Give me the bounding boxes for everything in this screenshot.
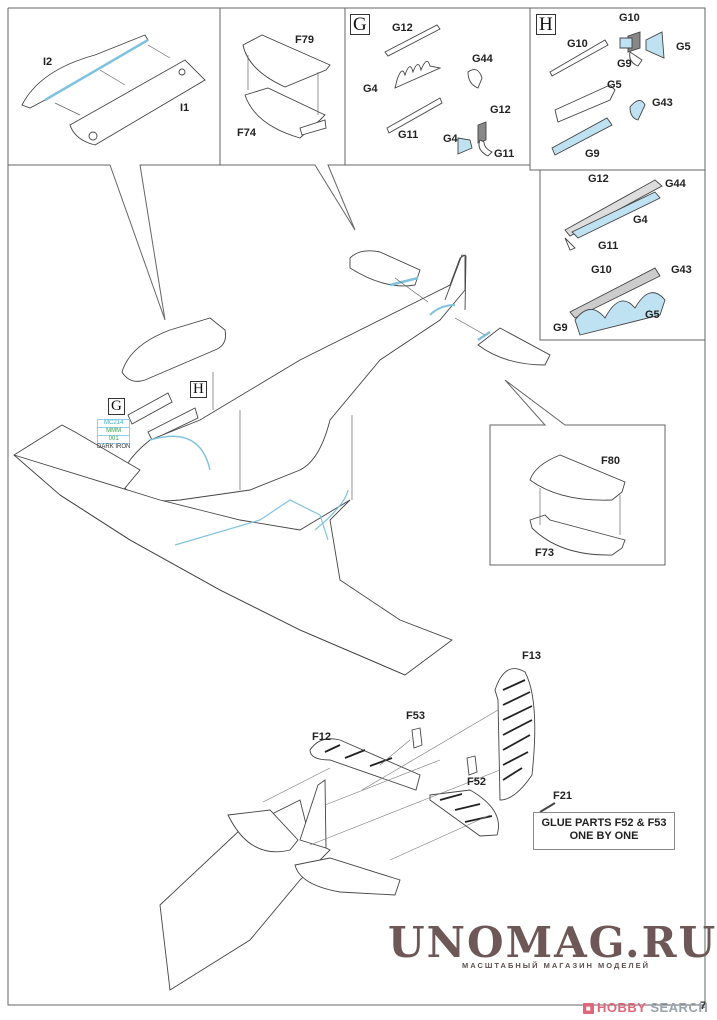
step-letter-h: H (536, 14, 556, 35)
part-label: G9 (585, 148, 600, 160)
part-label: F74 (237, 127, 256, 139)
paint-callout: MC214 MMM 001 DARK IRON (97, 419, 131, 451)
part-label: G4 (363, 83, 378, 95)
part-label: F12 (312, 731, 331, 743)
part-label: I2 (43, 56, 53, 68)
watermark-subtitle: МАСШТАБНЫЙ МАГАЗИН МОДЕЛЕЙ (462, 961, 651, 970)
hobby-search-logo: ■HOBBY SEARCH (583, 1000, 708, 1015)
part-h-drawing (549, 31, 665, 156)
part-label: G12 (588, 173, 609, 185)
hobby-search-logo-text: HOBBY (597, 1000, 647, 1015)
glue-note-line2: ONE BY ONE (569, 830, 639, 842)
panel-tailplane-frame (489, 379, 666, 566)
tail-assembly-drawing (159, 668, 556, 991)
glue-note: GLUE PARTS F52 & F53 ONE BY ONE (533, 812, 675, 850)
part-label: F53 (406, 710, 425, 722)
part-label: G44 (665, 178, 686, 190)
paint-code-primary: MC214 (97, 419, 131, 428)
part-label: G12 (392, 22, 413, 34)
hobby-search-logo-text-2: SEARCH (646, 1000, 709, 1015)
part-label: G43 (652, 97, 673, 109)
paint-code-secondary-number: 001 (97, 436, 131, 444)
part-label: F13 (522, 650, 541, 662)
hobby-search-logo-icon: ■ (583, 1003, 594, 1014)
part-label: F80 (601, 455, 620, 467)
part-label: G5 (676, 41, 691, 53)
part-label: G11 (598, 240, 619, 252)
part-f80-f73-drawing (529, 454, 626, 556)
part-label: G4 (443, 133, 458, 145)
part-gh-assembled-drawing (564, 179, 666, 336)
part-label: I1 (180, 102, 190, 114)
part-label: G43 (671, 264, 692, 276)
part-label: G11 (494, 148, 515, 160)
fuselage-assembly-drawing (13, 250, 551, 676)
part-f79-f74-drawing (242, 34, 331, 139)
panel-callout-pointers (8, 164, 530, 321)
paint-code-secondary: MMM (97, 428, 131, 436)
step-letter-g-callout: G (108, 398, 125, 415)
part-label: G4 (633, 214, 648, 226)
part-label: F21 (553, 790, 572, 802)
part-label: G10 (567, 38, 588, 50)
page-frame (7, 7, 706, 1006)
part-label: G9 (553, 322, 568, 334)
part-i2-i1-drawing (21, 34, 206, 146)
part-label: G10 (591, 264, 612, 276)
paint-color-name: DARK IRON (97, 444, 131, 450)
part-label: F73 (535, 547, 554, 559)
page-number: 7 (700, 1000, 707, 1012)
part-label: G10 (619, 12, 640, 24)
step-letter-h-callout: H (190, 381, 207, 398)
part-g-drawing (384, 24, 493, 157)
glue-note-line1: GLUE PARTS F52 & F53 (541, 817, 667, 829)
watermark-title: UNOMAG.RU (388, 918, 717, 967)
part-label: F79 (295, 34, 314, 46)
part-label: G44 (472, 53, 493, 65)
part-label: G9 (617, 58, 632, 70)
part-label: G5 (607, 79, 622, 91)
part-label: G11 (398, 129, 419, 141)
part-label: F52 (467, 776, 486, 788)
part-label: G12 (490, 104, 511, 116)
step-letter-g: G (350, 14, 370, 35)
part-label: G5 (645, 309, 660, 321)
